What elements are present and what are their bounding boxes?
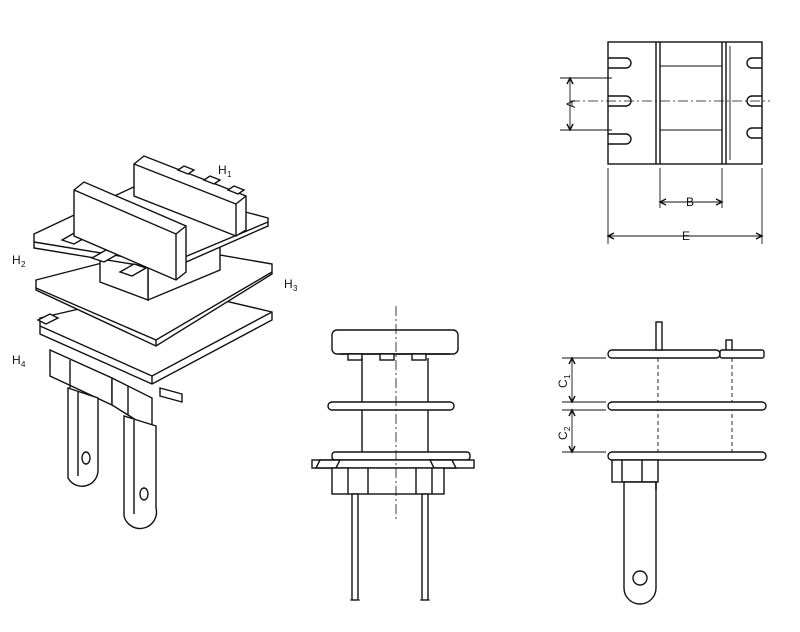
right-wall <box>133 155 247 237</box>
dim-c1-sub: 1 <box>563 374 572 379</box>
pin-right <box>123 415 158 530</box>
label-h1: H 1 <box>218 163 232 179</box>
label-h3: H 3 <box>284 277 298 293</box>
isometric-view: H 1 H 2 H 3 H 4 <box>12 155 298 530</box>
left-wall <box>73 181 187 281</box>
dim-c1: C 1 <box>556 374 572 388</box>
dim-a-label: A <box>564 100 578 108</box>
dim-b-label: B <box>686 195 694 209</box>
dim-c2-sub: 2 <box>563 426 572 431</box>
dim-e-label: E <box>682 229 690 243</box>
label-h2-main: H <box>12 253 21 267</box>
front-view <box>311 306 475 601</box>
dim-c1-main: C <box>556 379 570 388</box>
label-h2-sub: 2 <box>21 260 26 269</box>
label-h3-sub: 3 <box>293 284 298 293</box>
pin-block <box>49 348 183 432</box>
label-h1-sub: 1 <box>227 170 232 179</box>
label-h3-main: H <box>284 277 293 291</box>
top-view: A B E <box>560 41 770 244</box>
label-h4: H 4 <box>12 353 26 369</box>
label-h4-main: H <box>12 353 21 367</box>
label-h4-sub: 4 <box>21 360 26 369</box>
pin-left <box>67 387 99 487</box>
dim-c2-main: C <box>556 431 570 440</box>
dim-c2: C 2 <box>556 426 572 440</box>
label-h1-main: H <box>218 163 227 177</box>
label-h2: H 2 <box>12 253 26 269</box>
side-view: C 1 C 2 <box>556 321 767 605</box>
